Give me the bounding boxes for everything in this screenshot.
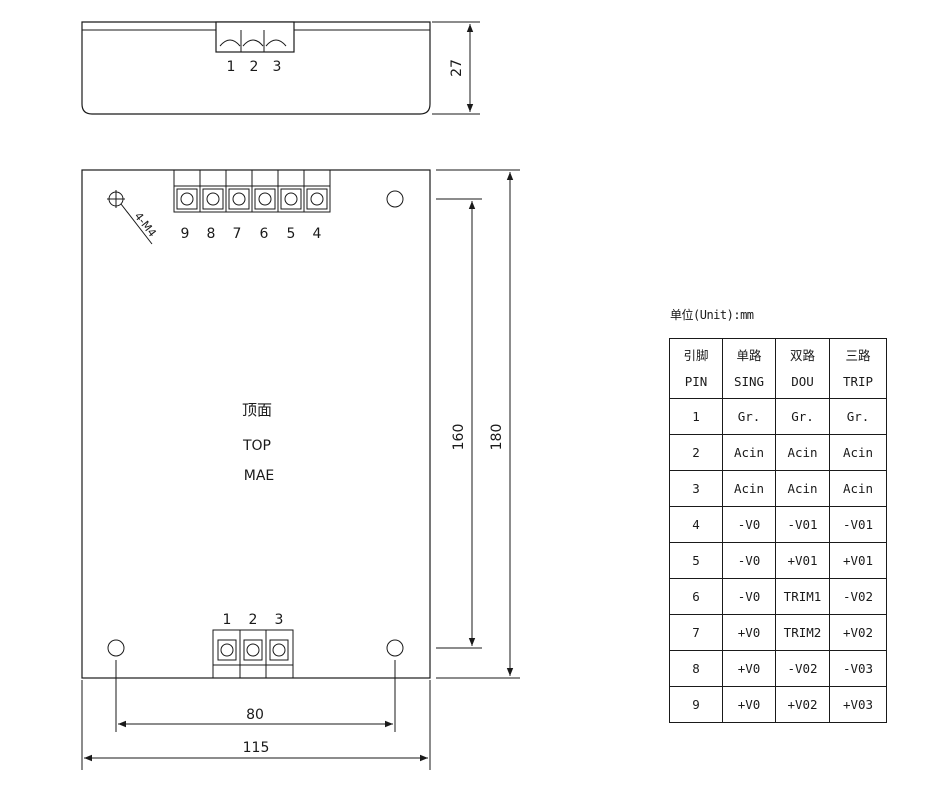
bottom-terminal-label-1: 1 <box>223 612 232 628</box>
dim-text-180: 180 <box>489 424 505 451</box>
table-cell: 1 <box>669 398 723 435</box>
header-triple-cn: 三路 <box>845 347 871 363</box>
table-cell: -V02 <box>775 650 830 687</box>
top-terminal-label-4: 4 <box>313 226 322 242</box>
table-cell: Gr. <box>829 398 887 435</box>
top-view-label-model: MAE <box>244 468 275 484</box>
table-cell: -V0 <box>722 578 776 615</box>
table-cell: -V0 <box>722 506 776 543</box>
side-height-dimension-text: 27 <box>449 59 465 77</box>
top-view-label-cn: 顶面 <box>242 401 272 419</box>
table-cell: 9 <box>669 686 723 723</box>
table-row: 5-V0+V01+V01 <box>669 542 887 579</box>
table-row: 9+V0+V02+V03 <box>669 686 887 723</box>
top-view-body <box>81 169 431 679</box>
table-row: 4-V0-V01-V01 <box>669 506 887 543</box>
top-terminal-label-9: 9 <box>181 226 190 242</box>
bottom-terminal-label-2: 2 <box>249 612 258 628</box>
table-cell: Acin <box>722 434 776 471</box>
table-header-row: 引脚 PIN 单路 SING 双路 DOU 三路 TRIP <box>669 338 887 399</box>
header-dual-en: DOU <box>791 373 814 389</box>
header-pin: 引脚 PIN <box>669 338 723 399</box>
table-cell: Gr. <box>775 398 830 435</box>
table-cell: Acin <box>829 434 887 471</box>
table-cell: TRIM2 <box>775 614 830 651</box>
header-pin-en: PIN <box>684 373 708 389</box>
table-cell: 2 <box>669 434 723 471</box>
side-view: 1 2 3 27 <box>81 21 480 115</box>
dim-text-160: 160 <box>451 424 467 451</box>
table-cell: Acin <box>829 470 887 507</box>
top-view-label-top: TOP <box>242 438 271 454</box>
table-cell: +V0 <box>722 650 776 687</box>
table-cell: 4 <box>669 506 723 543</box>
table-cell: +V03 <box>829 686 887 723</box>
header-triple: 三路 TRIP <box>829 338 887 399</box>
unit-label: 单位(Unit):mm <box>670 308 754 322</box>
side-view-body <box>81 21 431 115</box>
header-single-cn: 单路 <box>736 347 762 363</box>
table-cell: -V01 <box>829 506 887 543</box>
table-cell: TRIM1 <box>775 578 830 615</box>
top-terminal-label-6: 6 <box>260 226 269 242</box>
bottom-terminal-label-3: 3 <box>275 612 284 628</box>
table-cell: -V02 <box>829 578 887 615</box>
table-cell: -V0 <box>722 542 776 579</box>
header-dual: 双路 DOU <box>775 338 830 399</box>
top-terminal-label-7: 7 <box>233 226 242 242</box>
dim-text-80: 80 <box>246 707 264 723</box>
dim-text-115: 115 <box>243 740 270 756</box>
mount-hole-top-left-crosshair-icon <box>107 190 153 245</box>
table-cell: +V02 <box>829 614 887 651</box>
table-cell: -V03 <box>829 650 887 687</box>
table-cell: 6 <box>669 578 723 615</box>
table-row: 8+V0-V02-V03 <box>669 650 887 687</box>
side-terminal-label-1: 1 <box>227 59 236 75</box>
side-view-terminal-block <box>215 21 295 53</box>
table-cell: Acin <box>775 434 830 471</box>
header-dual-cn: 双路 <box>789 347 815 363</box>
table-cell: +V01 <box>775 542 830 579</box>
bottom-terminal-block <box>212 629 294 679</box>
top-terminal-label-8: 8 <box>207 226 216 242</box>
side-terminal-label-2: 2 <box>250 59 259 75</box>
header-single-en: SING <box>733 373 765 389</box>
table-cell: +V0 <box>722 686 776 723</box>
table-cell: 5 <box>669 542 723 579</box>
top-terminal-strip <box>173 169 331 213</box>
side-terminal-label-3: 3 <box>273 59 282 75</box>
table-cell: Acin <box>775 470 830 507</box>
mount-hole-top-right <box>386 190 404 208</box>
header-pin-cn: 引脚 <box>683 347 709 363</box>
table-cell: +V0 <box>722 614 776 651</box>
table-cell: Gr. <box>722 398 776 435</box>
header-single: 单路 SING <box>722 338 776 399</box>
mount-hole-bottom-left <box>107 639 125 657</box>
table-cell: -V01 <box>775 506 830 543</box>
table-cell: 8 <box>669 650 723 687</box>
header-triple-en: TRIP <box>842 373 874 389</box>
side-view-terminal-screws <box>219 39 287 47</box>
table-cell: +V01 <box>829 542 887 579</box>
table-cell: +V02 <box>775 686 830 723</box>
table-cell: Acin <box>722 470 776 507</box>
top-view: 9 8 7 6 5 4 4-M4 顶面 TOP MAE 1 2 3 <box>81 169 520 770</box>
table-cell: 3 <box>669 470 723 507</box>
table-cell: 7 <box>669 614 723 651</box>
mount-hole-bottom-right <box>386 639 404 657</box>
top-terminal-label-5: 5 <box>287 226 296 242</box>
